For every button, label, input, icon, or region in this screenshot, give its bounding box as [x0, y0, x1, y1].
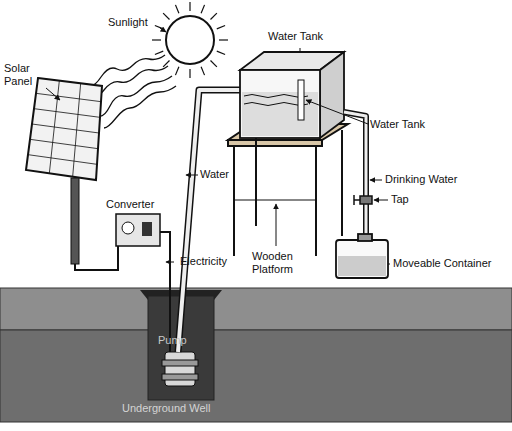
- sun-ray: [201, 5, 204, 13]
- panel-cell-line: [36, 93, 101, 101]
- sunlight-label: Sunlight: [108, 16, 162, 29]
- outlet-pipe: [344, 112, 366, 242]
- converter: [116, 214, 160, 246]
- tap: [354, 195, 372, 205]
- outlet-pipe: [344, 112, 366, 242]
- solar-panel: [26, 78, 102, 180]
- sun-ray: [163, 13, 169, 19]
- moveable-container: [336, 234, 388, 278]
- sun-ray: [211, 61, 217, 67]
- sun-ray: [155, 51, 163, 54]
- panel-cell-line: [28, 155, 97, 165]
- wooden-platform: [228, 124, 348, 256]
- panel-cell-line: [30, 139, 98, 148]
- pump-band: [162, 374, 198, 380]
- water-tank: [240, 52, 344, 138]
- solar-panel-label: Solar Panel: [4, 62, 44, 88]
- sun-ray: [211, 13, 217, 19]
- wire: [75, 246, 118, 270]
- water-label: Water: [200, 168, 240, 181]
- pump: [165, 352, 195, 386]
- sun-ray: [152, 39, 161, 40]
- ground-top: [0, 288, 512, 330]
- converter-switch: [142, 222, 152, 236]
- underground-well-label: Underground Well: [122, 402, 242, 415]
- wooden-platform-label: Wooden Platform: [252, 250, 308, 276]
- ground-front: [0, 330, 512, 422]
- panel-post: [71, 178, 79, 264]
- sun: [152, 2, 228, 78]
- sun-ray: [189, 2, 190, 11]
- sun-ray: [155, 25, 163, 28]
- electricity-label: Electricity: [180, 255, 242, 268]
- converter-label: Converter: [106, 198, 170, 211]
- sun-ray: [217, 25, 225, 28]
- panel-cell-line: [73, 83, 81, 176]
- sun-ray: [217, 51, 225, 54]
- panel-cell-line: [34, 109, 100, 118]
- converter-dial: [122, 222, 134, 234]
- water-pipe: [178, 90, 240, 352]
- sun-ray: [189, 69, 190, 78]
- water-pipe: [178, 90, 240, 352]
- drinking-water-label: Drinking Water: [385, 173, 477, 186]
- water-tank-label: Water Tank: [268, 30, 338, 43]
- pump-label: Pump: [158, 334, 202, 347]
- leader-line: [46, 28, 390, 264]
- sun-ray: [201, 67, 204, 75]
- sun-ray: [175, 67, 178, 75]
- sun-ray: [175, 5, 178, 13]
- water-tank-label: Water Tank: [370, 118, 440, 131]
- moveable-container-label: Moveable Container: [393, 257, 505, 270]
- sun-ray: [163, 61, 169, 67]
- pump-band: [162, 360, 198, 366]
- tap-label: Tap: [391, 193, 421, 206]
- panel-cell-line: [32, 124, 99, 133]
- sun-ray: [219, 39, 228, 40]
